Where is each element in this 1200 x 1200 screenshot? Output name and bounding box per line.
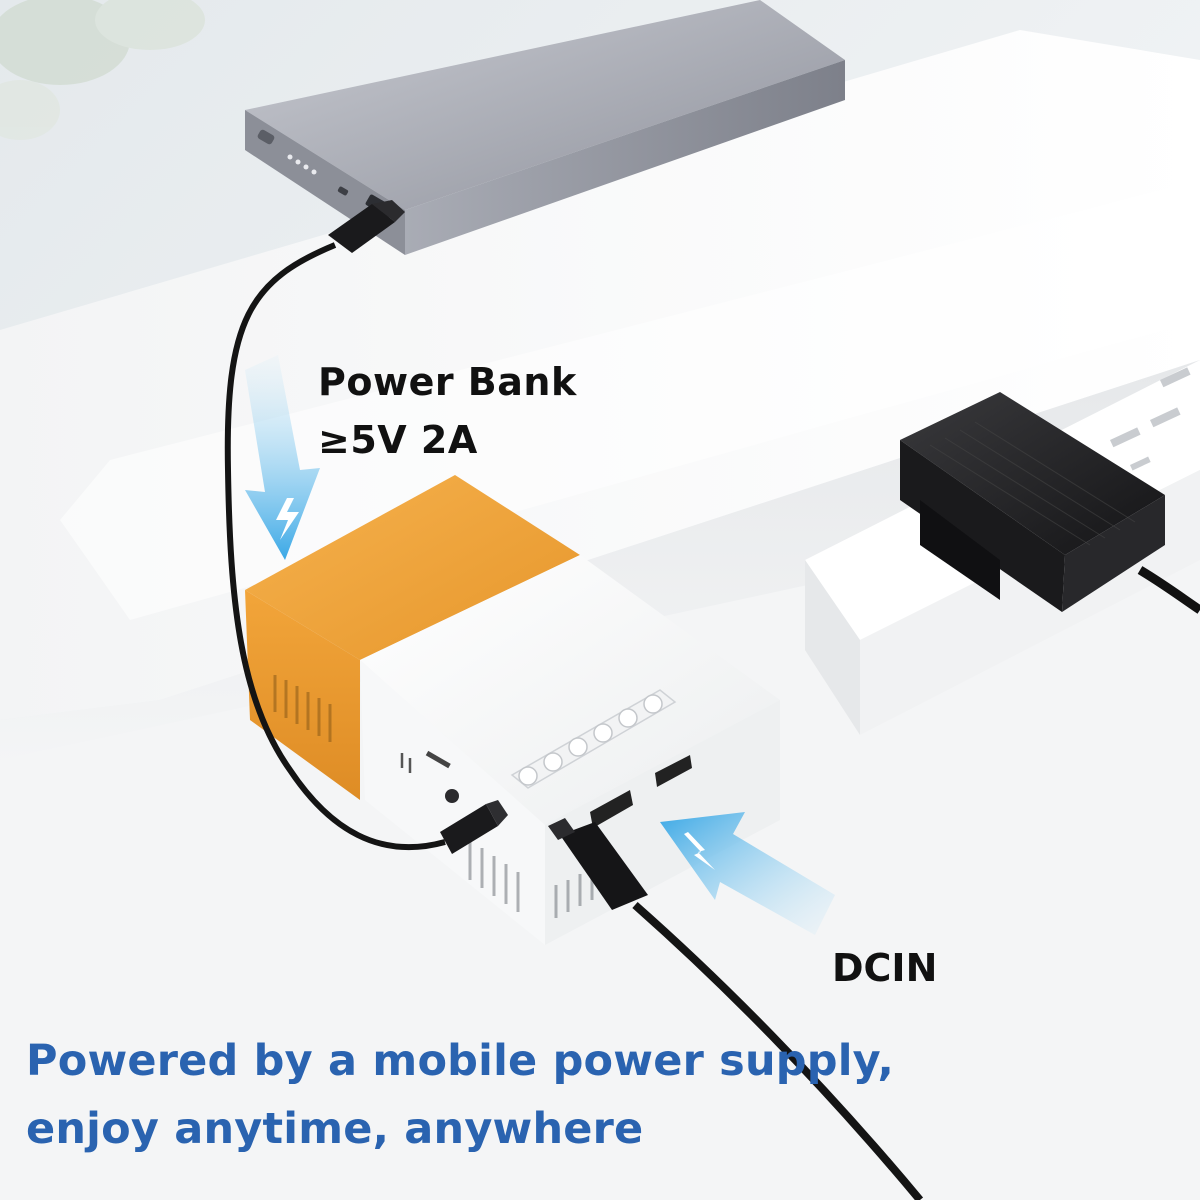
power-bank-spec-label: ≥5V 2A (318, 418, 478, 462)
projector-buttons (510, 689, 677, 789)
adapter-cable (1137, 566, 1200, 614)
dc-jack-plug (548, 818, 648, 910)
background-plant (0, 0, 205, 140)
usb-cable (224, 242, 446, 851)
hdmi-port (590, 790, 633, 828)
dcin-arrow (660, 812, 835, 935)
usb-plug-powerbank (328, 200, 405, 253)
power-bank-label: Power Bank (318, 360, 577, 404)
usb-plug-projector (440, 800, 508, 854)
usb-port (655, 755, 692, 787)
caption-line-2: enjoy anytime, anywhere (26, 1104, 644, 1154)
power-input-arrow (245, 355, 320, 560)
dc-in-label: DCIN (832, 946, 938, 990)
caption-line-1: Powered by a mobile power supply, (26, 1036, 895, 1086)
dc-cable (632, 902, 924, 1200)
power-adapter (900, 392, 1165, 612)
